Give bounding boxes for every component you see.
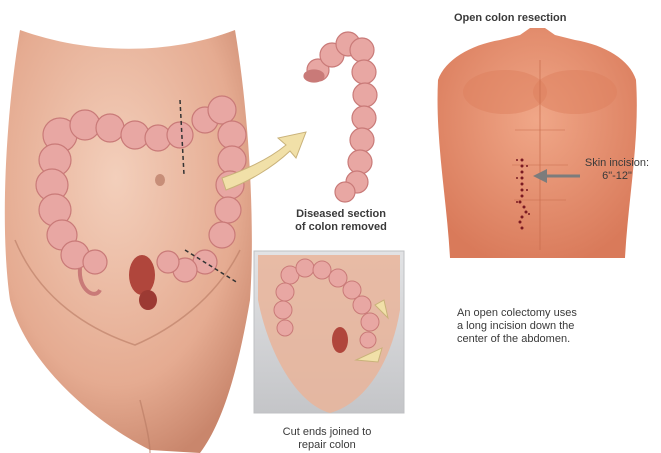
figure-title: Open colon resection (454, 12, 624, 25)
skin-incision-label: Skin incision: 6"-12" (574, 157, 660, 183)
cut-ends-label: Cut ends joined to repair colon (252, 426, 402, 452)
torso-illustration (438, 28, 637, 258)
removed-colon-segment (304, 32, 377, 202)
description-text: An open colectomy uses a long incision d… (457, 307, 577, 346)
diseased-section-label: Diseased section of colon removed (266, 208, 416, 234)
